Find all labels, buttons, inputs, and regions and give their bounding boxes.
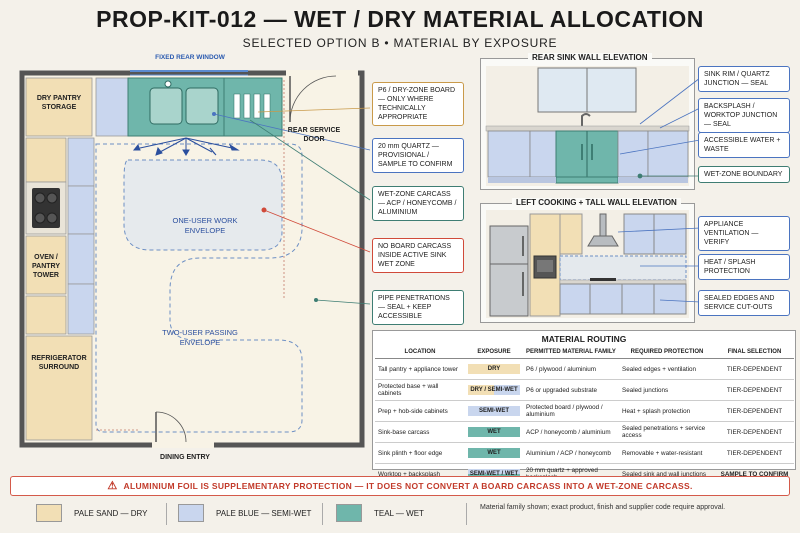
- refrigerator-surround-label: REFRIGERATOR SURROUND: [31, 355, 87, 371]
- two-user-envelope-label: TWO-USER PASSING ENVELOPE: [162, 328, 238, 347]
- cell-protection: Removable + water-resistant: [619, 442, 715, 464]
- page-subtitle: SELECTED OPTION B • MATERIAL BY EXPOSURE: [242, 36, 558, 50]
- dining-entry-label: DINING ENTRY: [160, 454, 210, 461]
- table-row: Protected base + wall cabinets DRY / SEM…: [375, 379, 794, 401]
- cell-family: P6 or upgraded substrate: [523, 379, 619, 401]
- cell-location: Protected base + wall cabinets: [375, 379, 465, 401]
- table-row: Sink plinth + floor edge WET Aluminium /…: [375, 442, 794, 464]
- rear-service-door-label: REAR SERVICE DOOR: [287, 127, 341, 143]
- dry-pantry-storage-label: DRY PANTRY STORAGE: [36, 95, 82, 111]
- callout-pipe-penetrations: PIPE PENETRATIONS — SEAL + KEEP ACCESSIB…: [372, 290, 464, 325]
- exposure-badge: WET: [468, 448, 520, 458]
- legend-note-text: Material family shown; exact product, fi…: [480, 504, 726, 511]
- table-row: Sink-base carcass WET ACP / honeycomb / …: [375, 421, 794, 443]
- warning-banner: ⚠ ALUMINIUM FOIL IS SUPPLEMENTARY PROTECT…: [10, 476, 790, 496]
- routing-rows: Tall pantry + appliance tower DRY P6 / p…: [375, 358, 794, 485]
- rear-elevation-title: REAR SINK WALL ELEVATION: [528, 53, 652, 62]
- cell-family: Protected board / plywood / aluminium: [523, 400, 619, 422]
- cell-location: Tall pantry + appliance tower: [375, 358, 465, 380]
- callout-wet-zone-carcass: WET-ZONE CARCASS — ACP / HONEYCOMB / ALU…: [372, 186, 464, 221]
- cell-protection: Heat + splash protection: [619, 400, 715, 422]
- exposure-badge: WET: [468, 427, 520, 437]
- left-callout-ventilation: APPLIANCE VENTILATION — VERIFY: [698, 216, 790, 251]
- exposure-badge: SEMI-WET / WET: [468, 469, 520, 480]
- cell-selection: TIER-DEPENDENT: [715, 442, 794, 464]
- two-user-envelope: [95, 143, 303, 433]
- col-family: PERMITTED MATERIAL FAMILY: [523, 346, 619, 359]
- legend-semi-wet-label: PALE BLUE — SEMI-WET: [216, 508, 312, 518]
- dry-pantry-cabinet: [25, 77, 93, 137]
- col-protection: REQUIRED PROTECTION: [619, 346, 715, 359]
- rear-callout-sink-rim: SINK RIM / QUARTZ JUNCTION — SEAL: [698, 66, 790, 92]
- col-selection: FINAL SELECTION: [715, 346, 794, 359]
- col-location: LOCATION: [375, 346, 465, 359]
- legend-dry-swatch: [36, 504, 62, 522]
- cell-protection: Sealed edges + ventilation: [619, 358, 715, 380]
- left-elevation-title: LEFT COOKING + TALL WALL ELEVATION: [512, 198, 681, 207]
- cell-selection: TIER-DEPENDENT: [715, 421, 794, 443]
- fixed-rear-window-label: FIXED REAR WINDOW: [155, 54, 225, 61]
- callout-no-board-carcass: NO BOARD CARCASS INSIDE ACTIVE SINK WET …: [372, 238, 464, 273]
- legend-dry-label: PALE SAND — DRY: [74, 508, 148, 518]
- legend-note: Material family shown; exact product, fi…: [480, 504, 725, 511]
- one-user-envelope: [123, 159, 283, 251]
- cell-location: Sink plinth + floor edge: [375, 442, 465, 464]
- table-row: Tall pantry + appliance tower DRY P6 / p…: [375, 358, 794, 380]
- one-user-envelope-label: ONE-USER WORK ENVELOPE: [172, 216, 238, 235]
- page-title: PROP-KIT-012 — WET / DRY MATERIAL ALLOCA…: [96, 6, 704, 32]
- cell-protection: Sealed junctions: [619, 379, 715, 401]
- legend-wet-swatch: [336, 504, 362, 522]
- left-callout-sealed-edges: SEALED EDGES AND SERVICE CUT-OUTS: [698, 290, 790, 316]
- cell-family: P6 / plywood / aluminium: [523, 358, 619, 380]
- cell-family: ACP / honeycomb / aluminium: [523, 421, 619, 443]
- table-row: Prep + hob-side cabinets SEMI-WET Protec…: [375, 400, 794, 422]
- rear-callout-wet-boundary: WET-ZONE BOUNDARY: [698, 166, 790, 183]
- oven-pantry-tower-label: OVEN / PANTRY TOWER: [32, 254, 60, 279]
- legend-semi-wet: PALE BLUE — SEMI-WET: [178, 504, 311, 522]
- callout-p6-board: P6 / DRY-ZONE BOARD — ONLY WHERE TECHNIC…: [372, 82, 464, 126]
- legend-wet-label: TEAL — WET: [374, 508, 424, 518]
- left-callout-heat-splash: HEAT / SPLASH PROTECTION: [698, 254, 790, 280]
- routing-title: MATERIAL ROUTING: [541, 334, 627, 344]
- cell-location: Sink-base carcass: [375, 421, 465, 443]
- refrigerator-surround: [25, 335, 93, 441]
- callout-quartz: 20 mm QUARTZ — PROVISIONAL / SAMPLE TO C…: [372, 138, 464, 173]
- exposure-badge: DRY / SEMI-WET: [468, 385, 520, 395]
- warning-icon: ⚠: [107, 480, 118, 492]
- rear-callout-backsplash: BACKSPLASH / WORKTOP JUNCTION — SEAL: [698, 98, 790, 133]
- rear-callout-water-waste: ACCESSIBLE WATER + WASTE: [698, 132, 790, 158]
- oven-pantry-tower: [25, 235, 67, 295]
- cell-selection: TIER-DEPENDENT: [715, 400, 794, 422]
- cell-selection: TIER-DEPENDENT: [715, 358, 794, 380]
- cell-selection: TIER-DEPENDENT: [715, 379, 794, 401]
- legend-wet: TEAL — WET: [336, 504, 424, 522]
- cell-family: Aluminium / ACP / honeycomb: [523, 442, 619, 464]
- col-exposure: EXPOSURE: [465, 346, 523, 359]
- warning-text: ALUMINIUM FOIL IS SUPPLEMENTARY PROTECTI…: [123, 481, 693, 491]
- cell-protection: Sealed penetrations + service access: [619, 421, 715, 443]
- cell-location: Prep + hob-side cabinets: [375, 400, 465, 422]
- routing-table: LOCATION EXPOSURE PERMITTED MATERIAL FAM…: [375, 346, 794, 485]
- legend-dry: PALE SAND — DRY: [36, 504, 148, 522]
- exposure-badge: SEMI-WET: [468, 406, 520, 416]
- exposure-badge: DRY: [468, 364, 520, 374]
- legend-semi-wet-swatch: [178, 504, 204, 522]
